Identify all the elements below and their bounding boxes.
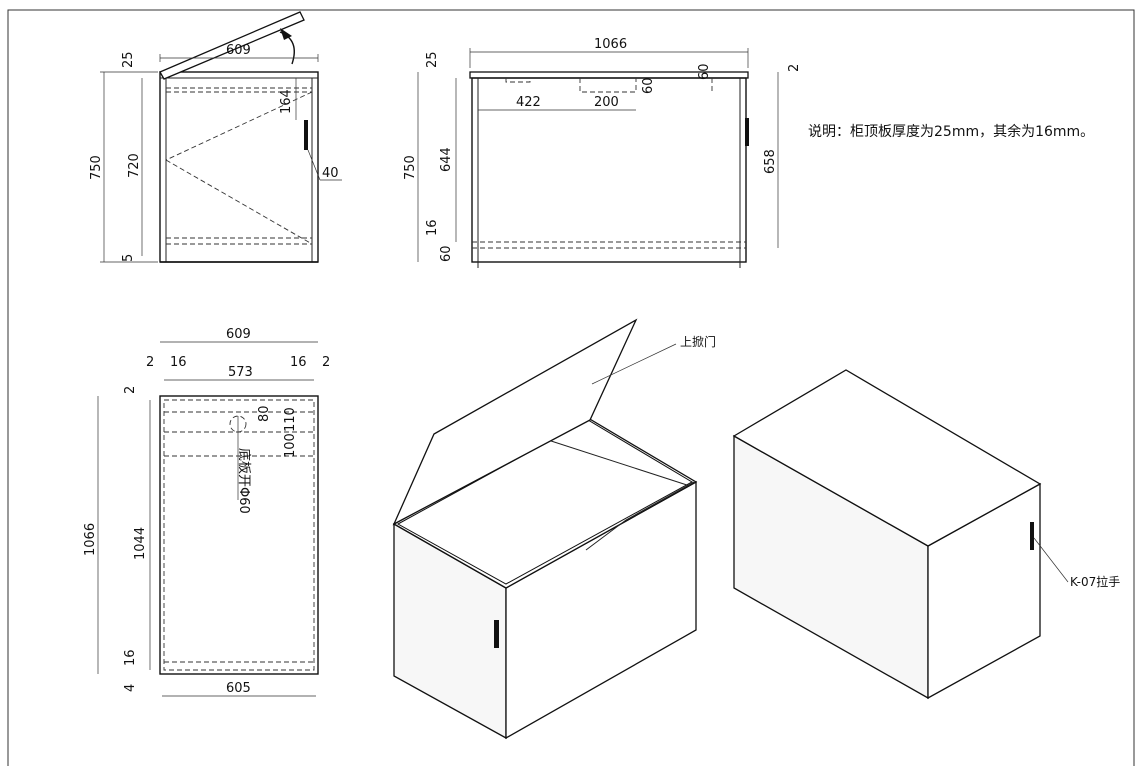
plan-width: 609 <box>226 327 251 342</box>
plan-d110: 110 <box>283 407 298 432</box>
plan-d100: 100 <box>283 433 298 458</box>
side-top-thk: 25 <box>121 51 136 68</box>
plan-inner-length: 1044 <box>133 527 148 560</box>
side-top-width: 609 <box>226 43 251 58</box>
plan-board-left: 16 <box>170 355 187 370</box>
plan-d16: 16 <box>123 649 138 666</box>
side-handle-len: 40 <box>322 166 339 181</box>
front-view: 1066 750 644 25 16 60 422 200 60 60 658 … <box>403 37 802 268</box>
side-handle-pos: 164 <box>279 89 294 114</box>
plan-top-gap: 2 <box>123 386 138 394</box>
note-text: 说明：柜顶板厚度为25mm，其余为16mm。 <box>808 123 1094 140</box>
front-d60a: 60 <box>641 77 656 94</box>
handle-label: K-07拉手 <box>1070 574 1120 589</box>
front-x200: 200 <box>594 95 619 110</box>
side-view: 609 750 720 25 5 164 40 <box>89 11 342 263</box>
side-base: 5 <box>121 254 136 262</box>
front-width: 1066 <box>594 37 627 52</box>
flap-door-label: 上掀门 <box>680 334 716 349</box>
front-door-height: 658 <box>763 149 778 174</box>
side-height: 750 <box>89 155 104 180</box>
iso-closed-view: K-07拉手 <box>732 369 1120 700</box>
front-top-thk: 25 <box>425 51 440 68</box>
plan-board-right: 16 <box>290 355 307 370</box>
plan-side-left: 2 <box>146 355 154 370</box>
front-inner: 644 <box>439 147 454 172</box>
plan-d4: 4 <box>123 684 138 692</box>
plan-length: 1066 <box>83 523 98 556</box>
plan-d80: 80 <box>257 405 272 422</box>
plan-bottom-width: 605 <box>226 681 251 696</box>
plan-side-right: 2 <box>322 355 330 370</box>
front-d60b: 60 <box>697 63 712 80</box>
front-height: 750 <box>403 155 418 180</box>
front-board: 16 <box>425 219 440 236</box>
plan-inner-width: 573 <box>228 365 253 380</box>
front-kick: 60 <box>439 245 454 262</box>
front-gap: 2 <box>787 64 802 72</box>
plan-view: 底板开Φ60 609 573 2 16 16 2 1066 1044 2 80 … <box>83 327 330 697</box>
front-x422: 422 <box>516 95 541 110</box>
plan-hole-label: 底板开Φ60 <box>236 448 252 514</box>
iso-open-view: 上掀门 <box>392 318 716 740</box>
side-inner-height: 720 <box>127 153 142 178</box>
